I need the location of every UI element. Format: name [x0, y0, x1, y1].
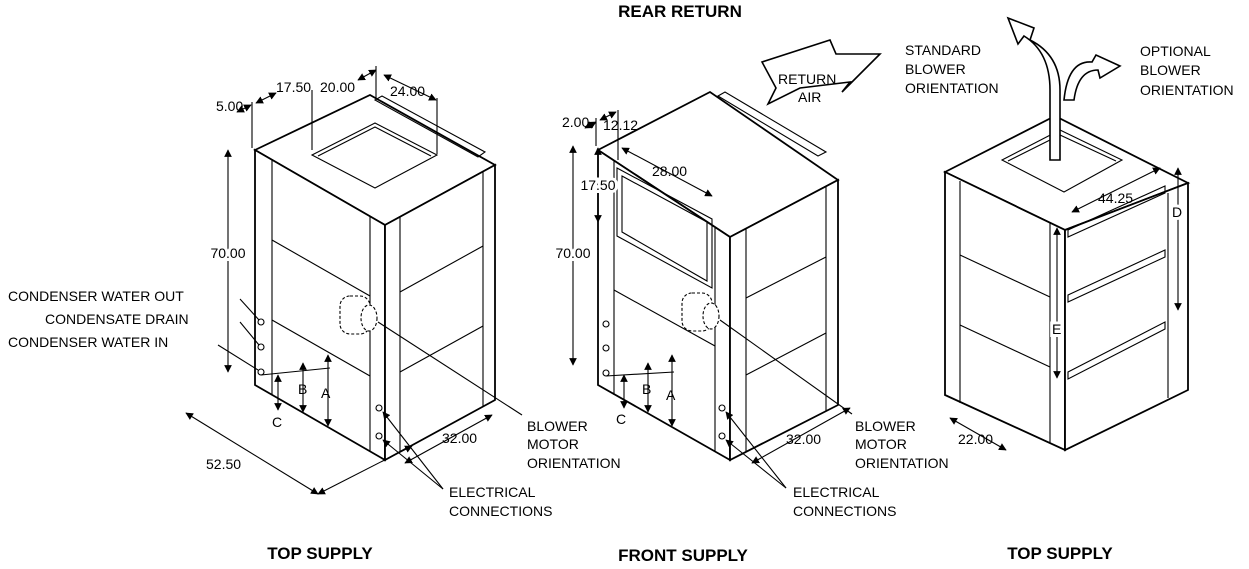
left-dim-A: A	[321, 385, 331, 401]
label-standard-blower: BLOWER	[905, 61, 966, 77]
middle-dim-32: 32.00	[786, 431, 821, 447]
left-dim-C: C	[272, 414, 282, 430]
right-caption: TOP SUPPLY	[1007, 544, 1113, 563]
middle-dim-28: 28.00	[652, 163, 687, 179]
label-optional-blower: BLOWER	[1140, 62, 1201, 78]
middle-dim-A: A	[666, 387, 676, 403]
label-condenser-water-out: CONDENSER WATER OUT	[8, 288, 184, 304]
left-dim-52-50: 52.50	[206, 456, 241, 472]
label-air: AIR	[798, 89, 821, 105]
left-dim-70: 70.00	[210, 245, 245, 261]
left-dim-17-50: 17.50	[276, 79, 311, 95]
label-return: RETURN	[778, 71, 836, 87]
middle-dim-2: 2.00	[562, 114, 589, 130]
middle-dim-12-12: 12.12	[603, 117, 638, 133]
left-label-motor: MOTOR	[527, 436, 579, 452]
middle-unit: RETURN AIR 70.00 2.00 12.12 28.00 17.50 …	[552, 39, 949, 565]
middle-caption: FRONT SUPPLY	[618, 546, 748, 565]
label-standard-orientation: ORIENTATION	[905, 80, 999, 96]
middle-label-motor: MOTOR	[855, 436, 907, 452]
left-unit-side-face	[384, 163, 496, 462]
left-label-blower: BLOWER	[527, 418, 588, 434]
left-label-electrical: ELECTRICAL	[449, 484, 536, 500]
middle-label-connections: CONNECTIONS	[793, 503, 896, 519]
standard-blower-arrow	[1006, 16, 1061, 161]
left-unit: 70.00 5.00 17.50 20.00 24.00 52.50 32.00…	[8, 66, 621, 563]
left-label-connections: CONNECTIONS	[449, 503, 552, 519]
middle-front-supply-opening	[616, 167, 713, 289]
return-air-arrow	[760, 39, 882, 106]
middle-label-electrical: ELECTRICAL	[793, 484, 880, 500]
left-dim-24: 24.00	[390, 83, 425, 99]
left-dim-B: B	[298, 381, 307, 397]
left-label-orientation: ORIENTATION	[527, 455, 621, 471]
label-condensate-drain: CONDENSATE DRAIN	[45, 311, 189, 327]
label-optional-orientation: ORIENTATION	[1140, 82, 1234, 98]
right-top-supply-opening	[1000, 129, 1124, 193]
right-dim-E: E	[1052, 321, 1061, 337]
middle-label-orientation: ORIENTATION	[855, 455, 949, 471]
right-dim-D: D	[1172, 204, 1182, 220]
left-caption: TOP SUPPLY	[267, 544, 373, 563]
label-standard: STANDARD	[905, 42, 981, 58]
left-dim-5: 5.00	[216, 98, 243, 114]
middle-label-blower: BLOWER	[855, 418, 916, 434]
left-dim-32: 32.00	[442, 430, 477, 446]
right-dim-44-25: 44.25	[1098, 190, 1133, 206]
label-condenser-water-in: CONDENSER WATER IN	[8, 334, 168, 350]
middle-dim-B: B	[642, 381, 651, 397]
left-dim-20: 20.00	[320, 79, 355, 95]
label-optional: OPTIONAL	[1140, 43, 1211, 59]
middle-dim-17-50: 17.50	[580, 177, 615, 193]
middle-unit-side-face	[729, 178, 839, 462]
middle-dim-70: 70.00	[555, 245, 590, 261]
right-dim-22: 22.00	[958, 431, 993, 447]
drawing-title: REAR RETURN	[618, 2, 742, 21]
middle-dim-C: C	[616, 411, 626, 427]
left-top-supply-opening	[310, 122, 439, 189]
right-unit: STANDARD BLOWER ORIENTATION OPTIONAL BLO…	[905, 16, 1234, 563]
optional-blower-arrow	[1063, 53, 1122, 101]
